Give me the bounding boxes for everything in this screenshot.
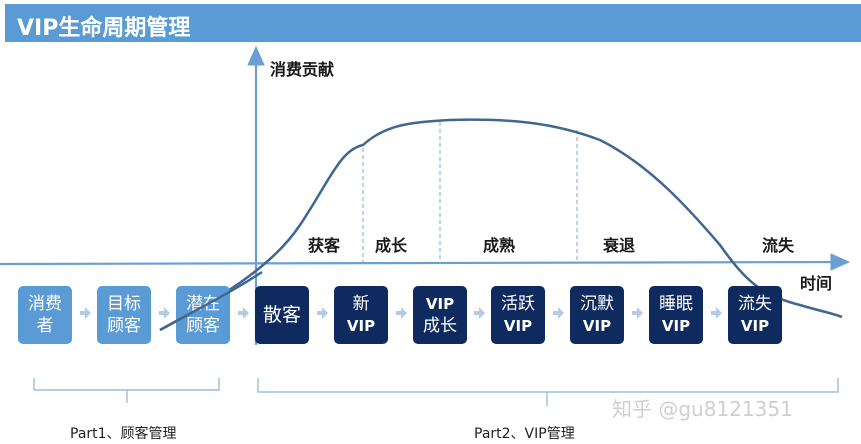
- arrow-right-icon: [317, 307, 328, 319]
- stage-label-mature: 成熟: [483, 236, 516, 255]
- part1-brace: [33, 378, 220, 403]
- page-title: VIP生命周期管理: [17, 16, 191, 41]
- part2-label: Part2、VIP管理: [474, 426, 575, 442]
- title-bar: VIP生命周期管理: [5, 4, 861, 42]
- flow-box-dormant-vip: 睡眠 VIP: [649, 286, 703, 344]
- part2-brace: [257, 378, 839, 406]
- y-axis-label: 消费贡献: [270, 60, 335, 79]
- stage-label-growth: 成长: [375, 236, 408, 255]
- flow-box-lost-vip: 流失 VIP: [728, 286, 782, 344]
- flow-box-active-vip: 活跃 VIP: [491, 286, 545, 344]
- flow-box-casual-customer: 散客: [255, 286, 309, 344]
- x-axis: [0, 253, 851, 271]
- watermark: 知乎 @gu8121351: [612, 397, 793, 421]
- flow-box-silent-vip: 沉默 VIP: [570, 286, 624, 344]
- flow-box-new-vip: 新 VIP: [334, 286, 388, 344]
- arrow-right-icon: [396, 307, 407, 319]
- part1-label: Part1、顾客管理: [70, 426, 177, 442]
- arrow-right-icon: [159, 307, 170, 319]
- stage-label-decline: 衰退: [603, 236, 636, 255]
- arrow-right-icon: [711, 307, 722, 319]
- arrow-right-icon: [553, 307, 564, 319]
- arrow-right-icon: [632, 307, 643, 319]
- x-axis-label: 时间: [800, 274, 833, 293]
- arrow-right-icon: [238, 307, 249, 319]
- flow-box-target-customer: 目标 顾客: [97, 286, 151, 344]
- stage-label-churn: 流失: [762, 236, 795, 255]
- arrow-right-icon: [80, 307, 91, 319]
- flow-box-vip-growth: VIP 成长: [413, 286, 467, 344]
- arrow-right-icon: [474, 307, 485, 319]
- flow-box-consumer: 消费 者: [18, 286, 72, 344]
- stage-label-acquire: 获客: [308, 236, 341, 255]
